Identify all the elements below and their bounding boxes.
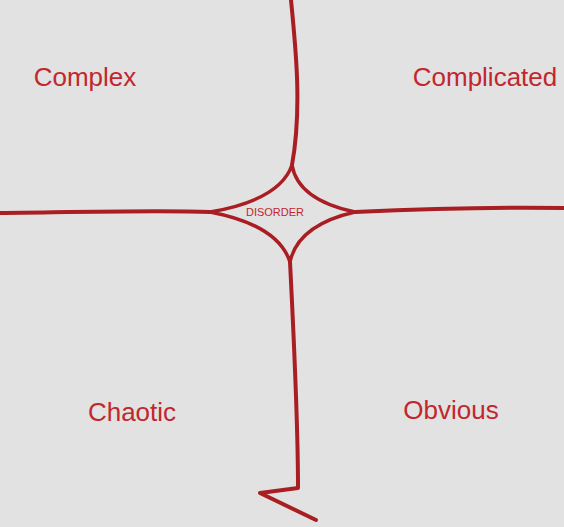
bottom-divider xyxy=(260,262,316,520)
center-boundary xyxy=(210,165,355,262)
domain-label: Complex xyxy=(34,63,137,92)
center-label: DISORDER xyxy=(246,206,304,218)
left-divider xyxy=(0,211,210,213)
top-divider xyxy=(291,0,297,165)
domain-label: Chaotic xyxy=(88,398,176,427)
domain-label: Obvious xyxy=(403,396,498,425)
right-divider xyxy=(355,208,564,212)
domain-label: Complicated xyxy=(413,63,558,92)
